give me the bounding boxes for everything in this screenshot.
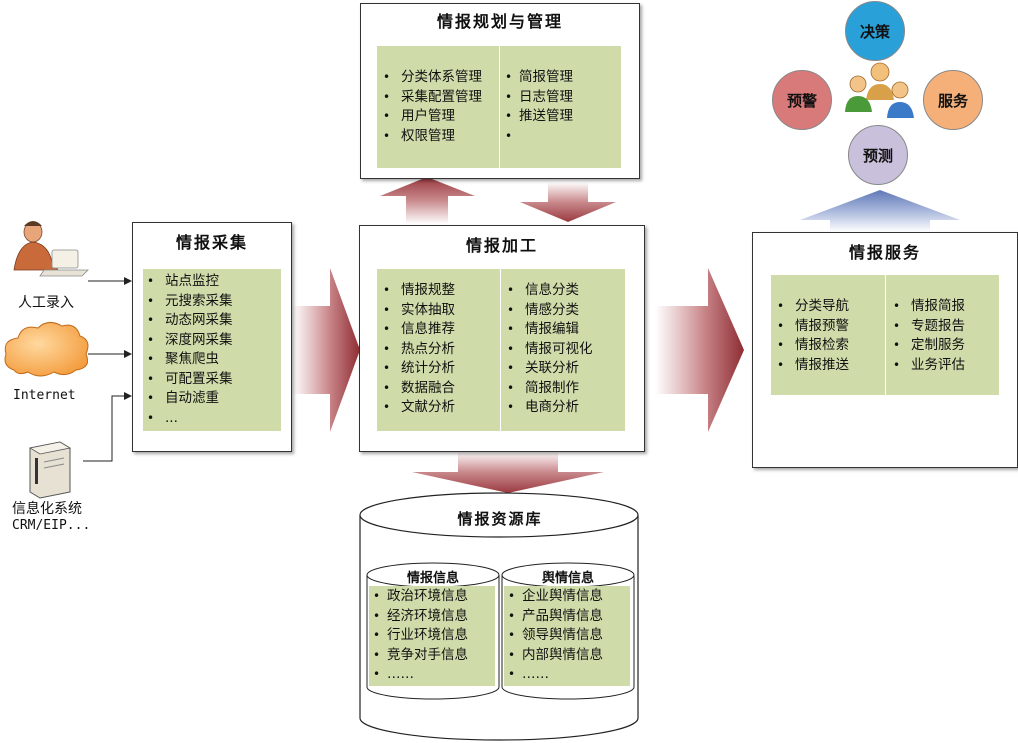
list-item: 简报管理 [501, 68, 573, 88]
list-item: 动态网采集 [143, 311, 233, 331]
collection-list: 站点监控 元搜索采集 动态网采集 深度网采集 聚焦爬虫 可配置采集 自动滤重 .… [143, 272, 233, 428]
collection-panel: 站点监控 元搜索采集 动态网采集 深度网采集 聚焦爬虫 可配置采集 自动滤重 .… [143, 269, 281, 431]
sentiment-list: 企业舆情信息 产品舆情信息 领导舆情信息 内部舆情信息 …… [504, 587, 603, 685]
processing-title: 情报加工 [465, 236, 538, 255]
intel-title: 情报信息 [406, 571, 459, 586]
list-item: 竞争对手信息 [369, 646, 468, 666]
list-item: 用户管理 [379, 107, 482, 127]
list-item: 聚焦爬虫 [143, 350, 233, 370]
list-item: 元搜索采集 [143, 292, 233, 312]
service-circle: 服务 [923, 70, 983, 130]
list-item: 信息分类 [503, 281, 593, 301]
service-panel: 分类导航 情报预警 情报检索 情报推送 情报简报 专题报告 定制服务 业务评估 [771, 275, 999, 395]
collection-box: 情报采集 站点监控 元搜索采集 动态网采集 深度网采集 聚焦爬虫 可配置采集 自… [132, 222, 292, 452]
list-item: …… [504, 665, 603, 685]
arrow-processing-to-service [655, 268, 744, 432]
list-item: 领导舆情信息 [504, 626, 603, 646]
processing-left-list: 情报规整 实体抽取 信息推荐 热点分析 统计分析 数据融合 文献分析 [379, 281, 455, 418]
list-item: 简报制作 [503, 379, 593, 399]
sentiment-title: 舆情信息 [541, 571, 594, 586]
list-item: ... [143, 409, 233, 429]
list-item: 情报简报 [889, 297, 965, 317]
list-item: 日志管理 [501, 88, 573, 108]
cloud-icon [4, 322, 89, 377]
list-item: 信息推荐 [379, 320, 455, 340]
list-item: 站点监控 [143, 272, 233, 292]
people-group-icon [845, 62, 914, 118]
list-item: 分类体系管理 [379, 68, 482, 88]
list-item: 情报推送 [773, 356, 849, 376]
list-item: 深度网采集 [143, 331, 233, 351]
server-icon [28, 441, 72, 499]
list-item: 定制服务 [889, 336, 965, 356]
intel-list: 政治环境信息 经济环境信息 行业环境信息 竞争对手信息 …… [369, 587, 468, 685]
list-item: 实体抽取 [379, 301, 455, 321]
person-typing-icon [13, 221, 89, 277]
list-item: 电商分析 [503, 398, 593, 418]
list-item: 经济环境信息 [369, 607, 468, 627]
planning-box: 情报规划与管理 分类体系管理 采集配置管理 用户管理 权限管理 简报管理 日志管… [360, 3, 640, 179]
processing-panel: 情报规整 实体抽取 信息推荐 热点分析 统计分析 数据融合 文献分析 信息分类 … [377, 269, 625, 431]
manual-entry-label: 人工录入 [18, 295, 74, 311]
list-item: 政治环境信息 [369, 587, 468, 607]
list-item: 数据融合 [379, 379, 455, 399]
list-item: 情报预警 [773, 317, 849, 337]
planning-panel: 分类体系管理 采集配置管理 用户管理 权限管理 简报管理 日志管理 推送管理 [377, 46, 621, 168]
list-item: 情报检索 [773, 336, 849, 356]
list-item: 专题报告 [889, 317, 965, 337]
list-item: 统计分析 [379, 359, 455, 379]
arrow-down-to-processing [520, 182, 616, 222]
list-item: 分类导航 [773, 297, 849, 317]
list-item: 热点分析 [379, 340, 455, 360]
list-item: 情感分类 [503, 301, 593, 321]
list-item: 采集配置管理 [379, 88, 482, 108]
service-box: 情报服务 分类导航 情报预警 情报检索 情报推送 情报简报 专题报告 定制服务 … [752, 232, 1018, 468]
arrow-up-to-planning [380, 177, 475, 224]
forecast-circle: 预测 [848, 125, 908, 185]
list-item: …… [369, 665, 468, 685]
list-item: 可配置采集 [143, 370, 233, 390]
processing-right-list: 信息分类 情感分类 情报编辑 情报可视化 关联分析 简报制作 电商分析 [503, 281, 593, 418]
list-item: 文献分析 [379, 398, 455, 418]
collection-title: 情报采集 [175, 233, 248, 252]
list-item: 内部舆情信息 [504, 646, 603, 666]
repository-title: 情报资源库 [457, 510, 543, 528]
arrow-collection-to-processing [292, 268, 360, 432]
list-item: 产品舆情信息 [504, 607, 603, 627]
internet-label: Internet [13, 388, 76, 403]
list-item: 关联分析 [503, 359, 593, 379]
list-item: 推送管理 [501, 107, 573, 127]
processing-box: 情报加工 情报规整 实体抽取 信息推荐 热点分析 统计分析 数据融合 文献分析 … [359, 225, 645, 452]
arrow-down-to-repository [412, 451, 604, 493]
planning-title: 情报规划与管理 [436, 12, 563, 31]
sentiment-panel: 企业舆情信息 产品舆情信息 领导舆情信息 内部舆情信息 …… [504, 586, 630, 686]
list-item: 业务评估 [889, 356, 965, 376]
list-item: 自动滤重 [143, 389, 233, 409]
planning-right-list: 简报管理 日志管理 推送管理 [501, 68, 573, 146]
service-title: 情报服务 [848, 243, 921, 262]
warning-circle: 预警 [772, 70, 832, 130]
list-item: 行业环境信息 [369, 626, 468, 646]
list-item: 情报规整 [379, 281, 455, 301]
list-item: 企业舆情信息 [504, 587, 603, 607]
list-item: 权限管理 [379, 127, 482, 147]
list-item: 情报可视化 [503, 340, 593, 360]
arrow-up-to-roles [800, 190, 960, 232]
service-left-list: 分类导航 情报预警 情报检索 情报推送 [773, 297, 849, 375]
crm-eip-label: CRM/EIP... [12, 518, 91, 533]
decision-circle: 决策 [845, 1, 905, 61]
intel-panel: 政治环境信息 经济环境信息 行业环境信息 竞争对手信息 …… [369, 586, 495, 686]
planning-left-list: 分类体系管理 采集配置管理 用户管理 权限管理 [379, 68, 482, 146]
info-system-label: 信息化系统 [12, 501, 82, 517]
list-item: 情报编辑 [503, 320, 593, 340]
service-right-list: 情报简报 专题报告 定制服务 业务评估 [889, 297, 965, 375]
